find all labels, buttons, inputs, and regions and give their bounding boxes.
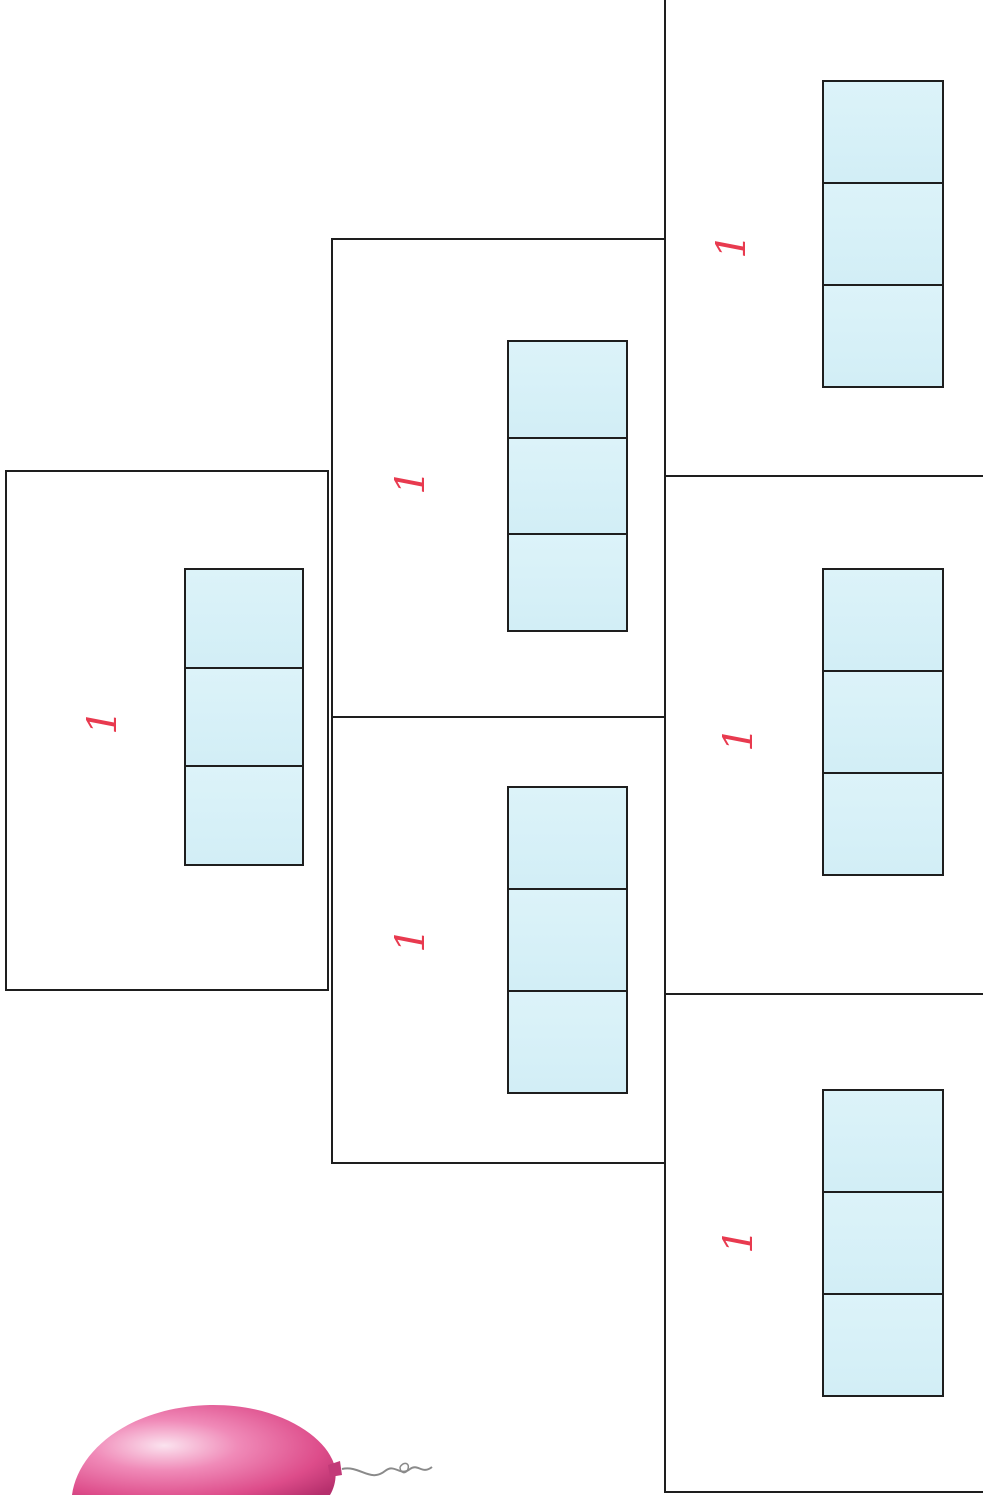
three-cell-strip (507, 786, 628, 1094)
strip-cell (824, 670, 942, 772)
number-card-3: 1 (331, 716, 666, 1164)
number-card-4: 1 (664, 0, 983, 478)
strip-cell (509, 788, 626, 888)
number-label: 1 (391, 920, 435, 960)
three-cell-strip (822, 80, 944, 388)
strip-cell (824, 1191, 942, 1293)
number-card-5: 1 (664, 475, 983, 996)
strip-cell (509, 990, 626, 1092)
strip-cell (509, 533, 626, 630)
number-label: 1 (712, 226, 756, 266)
number-card-6: 1 (664, 993, 983, 1493)
strip-cell (509, 888, 626, 990)
number-card-2: 1 (331, 238, 666, 718)
three-cell-strip (184, 568, 304, 866)
strip-cell (509, 437, 626, 534)
strip-cell (186, 667, 302, 766)
three-cell-strip (822, 1089, 944, 1397)
three-cell-strip (822, 568, 944, 876)
strip-cell (824, 182, 942, 284)
number-card-1: 1 (5, 470, 329, 991)
strip-cell (509, 342, 626, 437)
number-label: 1 (391, 462, 435, 502)
strip-cell (186, 570, 302, 667)
number-label: 1 (83, 702, 127, 742)
pink-balloon-icon (60, 1395, 460, 1495)
strip-cell (824, 1293, 942, 1395)
strip-cell (824, 284, 942, 386)
three-cell-strip (507, 340, 628, 632)
number-label: 1 (719, 1221, 763, 1261)
strip-cell (186, 765, 302, 864)
number-label: 1 (719, 719, 763, 759)
strip-cell (824, 82, 942, 182)
strip-cell (824, 772, 942, 874)
strip-cell (824, 570, 942, 670)
strip-cell (824, 1091, 942, 1191)
